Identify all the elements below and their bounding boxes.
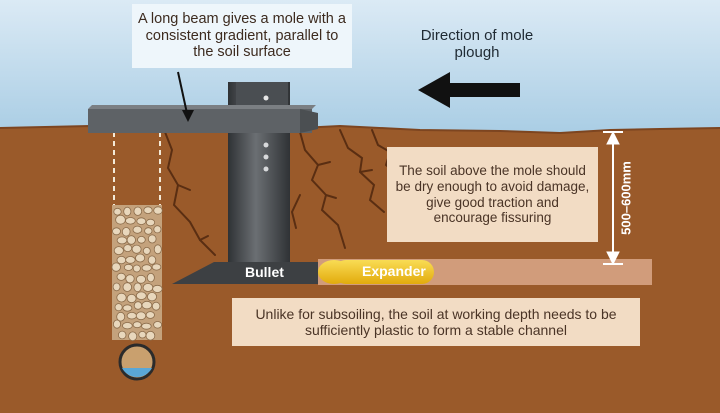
direction-arrow-icon [418, 72, 520, 108]
gravel-stone [116, 311, 126, 322]
gravel-stone [112, 282, 121, 292]
gravel-stone [122, 322, 133, 330]
gravel-stone [113, 246, 124, 256]
gravel-stone [114, 303, 123, 312]
dry-soil-note-box: The soil above the mole should be dry en… [387, 147, 598, 242]
gravel-trench [111, 132, 163, 381]
gravel-stone [123, 244, 133, 253]
gravel-stone [145, 330, 156, 341]
gravel-stone [142, 246, 151, 255]
gravel-stone [146, 272, 155, 283]
beam-pointer-head [182, 110, 194, 122]
gravel-stone [113, 319, 122, 329]
gravel-stone [153, 244, 162, 255]
gravel-stone [153, 206, 163, 215]
plastic-note-box: Unlike for subsoiling, the soil at worki… [232, 298, 640, 346]
gravel-stone [133, 206, 143, 216]
gravel-stone [135, 274, 146, 284]
gravel-stone [113, 207, 122, 216]
gravel-stone [116, 236, 128, 245]
gravel-stone [116, 272, 126, 281]
gravel-stone [152, 284, 163, 293]
gravel-stone [122, 282, 133, 292]
gravel-stone [141, 264, 152, 272]
gravel-stone [123, 263, 134, 271]
gravel-stone [153, 321, 163, 329]
gravel-stone [131, 244, 142, 254]
long-beam [88, 109, 312, 133]
gravel-stone [111, 262, 121, 272]
gravel-stone [142, 283, 154, 292]
gravel-stone [126, 293, 137, 304]
gravel-stone [151, 301, 161, 311]
dry-soil-note: The soil above the mole should be dry en… [395, 163, 590, 226]
long-beam-top-face [88, 105, 316, 109]
gravel-stone [126, 235, 136, 245]
gravel-stone [125, 256, 136, 264]
gravel-stone [145, 311, 155, 319]
gravel-stone [136, 217, 147, 226]
beam-note-box: A long beam gives a mole with a consiste… [132, 4, 352, 68]
expander [318, 260, 434, 284]
gravel-stone [128, 331, 138, 342]
gravel-stone [145, 218, 156, 227]
depth-indicator [603, 130, 623, 266]
gravel-stone [144, 227, 153, 235]
gravel-stone [117, 330, 127, 340]
beam-note: A long beam gives a mole with a consiste… [138, 10, 346, 61]
gravel-stone [132, 321, 142, 329]
bullet-label: Bullet [245, 264, 284, 280]
gravel-stone [132, 225, 143, 234]
leg-bolts [263, 142, 269, 172]
depth-label: 500–600mm [618, 161, 633, 235]
gravel-stone [135, 311, 147, 321]
gravel-stone [135, 291, 147, 300]
beam-tip [300, 109, 318, 133]
gravel-stone [125, 217, 136, 225]
gravel-stone [146, 292, 157, 302]
gravel-stone [147, 234, 157, 244]
gravel-stone [126, 312, 137, 320]
gravel-stone [133, 282, 142, 293]
bullet [238, 262, 318, 284]
bolt [263, 95, 269, 101]
direction-label-box: Direction of mole plough [412, 22, 542, 66]
gravel-stone [116, 292, 127, 303]
gravel-stone [132, 264, 141, 273]
gravel-stone [116, 255, 127, 265]
gravel-stone [122, 304, 133, 312]
expander-label: Expander [362, 263, 426, 279]
plastic-note: Unlike for subsoiling, the soil at worki… [255, 305, 617, 338]
gravel-stone [135, 253, 146, 263]
gravel-stone [123, 206, 132, 217]
drain-pipe-water [122, 368, 152, 377]
gravel-stone [147, 255, 157, 265]
gravel-stone [141, 322, 152, 330]
gravel-stone [115, 214, 126, 225]
gravel-stone [137, 236, 146, 244]
gravel-stone [138, 331, 147, 339]
gravel-stone [141, 300, 153, 310]
soil-fissures [164, 129, 399, 256]
direction-label: Direction of mole plough [420, 26, 534, 61]
gravel-stone [125, 274, 135, 284]
gravel-stone [112, 227, 121, 236]
gravel-stone [153, 225, 162, 234]
gravel-stone [121, 227, 131, 237]
gravel-stone [133, 301, 143, 310]
gravel-stone [151, 263, 162, 271]
gravel-stone [143, 206, 153, 215]
